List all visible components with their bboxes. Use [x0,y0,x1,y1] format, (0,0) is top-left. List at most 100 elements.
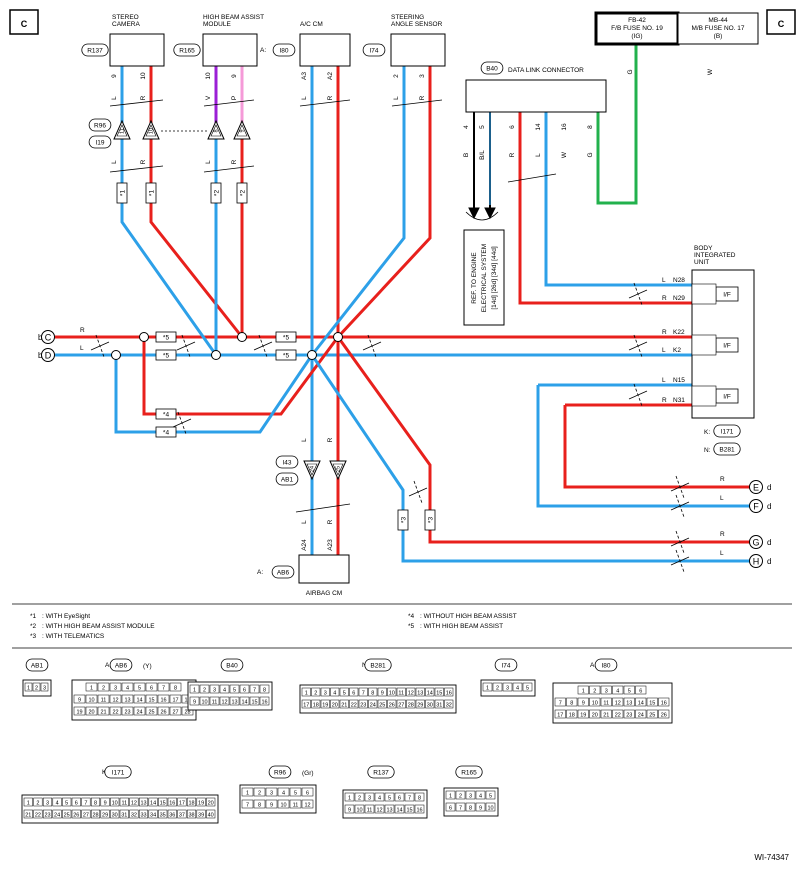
cv-i171-pin: 36 [169,813,175,819]
splice-node [237,332,247,342]
corner-right: C [778,19,785,29]
cv-ab6-cell [157,694,170,704]
break-dash [413,480,423,504]
cv-b281-cell [406,687,416,697]
cv-r137-pin: 15 [406,808,412,814]
cv-r96-pin: 3 [270,791,273,797]
cv-r137-pin: 8 [418,796,421,802]
cv-ab6-cell [85,682,98,692]
mark-s1-a-box [116,182,128,204]
r96-terminal-pin: 9 [240,129,246,132]
right-conn-E: E [753,483,759,493]
cv-i74-cell [522,682,533,692]
cv-r137-pin: 3 [368,796,371,802]
cv-ab6-cell [109,694,122,704]
biu-pin: N15 [673,377,685,384]
break-dash [258,334,268,358]
cv-r165-cell [485,790,496,800]
cv-i171-pin: 21 [25,813,31,819]
cv-i80-pin: 2 [593,689,596,695]
cv-i171-pin: 5 [65,801,68,807]
cv-ab6-pin: 24 [136,710,142,716]
cv-i171-cell [110,809,120,819]
cv-b281-cell [320,699,330,709]
cv-r165-cell [445,802,456,812]
pin-no: 9 [111,74,118,78]
wire-color: P [231,96,238,100]
cv-ab6-pin: 16 [160,698,166,704]
i43-terminal-b-triangle-inner [332,463,344,476]
cv-i171-cell [23,809,33,819]
biu-wire-color: L [662,347,666,354]
cv-r137-pin: 6 [398,796,401,802]
airbag-pin-1: A24 [301,539,308,551]
cv-ab1-cell [24,682,33,692]
cv-ab6-pin: 8 [174,686,177,692]
cv-ab6-pin: 1 [90,686,93,692]
break-dash [633,383,643,407]
cv-r165-cell [465,790,476,800]
ref-engine-text: ELECTRICAL SYSTEM [481,244,488,312]
fuse-fb42-text: FB-42 [628,17,646,24]
cv-b281-cell [311,699,321,709]
cv-b281-pin: 31 [436,703,442,709]
cv-b281-cell [425,687,435,697]
cv-i171-pin: 2 [36,801,39,807]
wires [55,40,750,563]
cv-r137-cell [364,792,375,802]
mark-s2-a-box [210,182,222,204]
cv-i171-pin: 14 [150,801,156,807]
cv-b281-pin: 14 [427,691,433,697]
wire-dlc-g-fuse [596,40,638,205]
cv-b281-pin: 17 [303,703,309,709]
cv-r137-pin: 4 [378,796,381,802]
left-conn-pre: b [38,333,43,342]
stereo-camera-name: CAMERA [112,21,140,28]
cv-b40-cell [209,696,220,706]
dlc-box [465,79,607,113]
cv-b281-cell [387,699,397,709]
steering-ref-oval [362,43,386,57]
cv-r137-cell [344,792,355,802]
break-dash [633,334,643,358]
twist [203,99,255,107]
right-conn-F: F [753,502,759,512]
r96-terminal-triangle-inner [210,124,222,137]
dlc-pin: 16 [561,123,568,131]
cv-r137-cell [364,804,375,814]
cv-i171-pin: 27 [83,813,89,819]
cv-r96-pin: 4 [282,791,285,797]
cv-i171-cell [90,809,101,819]
cv-i171-cell [71,809,81,819]
cv-i171-pin: 35 [160,813,166,819]
cv-i80-pin: 9 [582,701,585,707]
cv-ab6-prefix: A: [105,662,111,669]
cv-r165-pin: 7 [459,806,462,812]
ab1-ref-oval [275,472,299,486]
cv-r96-note: (Gr) [302,770,314,777]
right-conn-wire: R [720,531,725,538]
cv-i74-pin: 4 [516,686,519,692]
fuse-mb44-text: MB-44 [708,17,728,24]
r96-terminal-pin: 11 [120,128,126,134]
cv-i171-cell [129,797,139,807]
cv-ab6-cell [85,694,98,704]
dlc-pin: 5 [479,125,486,129]
cv-r165-pin: 4 [479,794,482,800]
cv-r96-pin: 2 [258,791,261,797]
cv-i80-pin: 6 [639,689,642,695]
wire-stereo-l [120,66,218,356]
cv-b281-cell [396,687,406,697]
fuse-mb44-text: M/B FUSE NO. 17 [691,25,744,32]
cv-b40-pin: 14 [241,700,247,706]
steering-box [390,33,446,67]
r96-terminal-triangle-inner [236,124,248,137]
dlc-color: R [509,152,516,157]
cv-ab6-note: (Y) [143,663,152,670]
twist [299,99,351,107]
cv-i74-label-oval [494,658,518,672]
hba-module-ref: R165 [179,48,195,55]
cv-b281-cell [425,699,435,709]
cv-i171-pin: 9 [104,801,107,807]
cv-i171-cell [42,797,53,807]
